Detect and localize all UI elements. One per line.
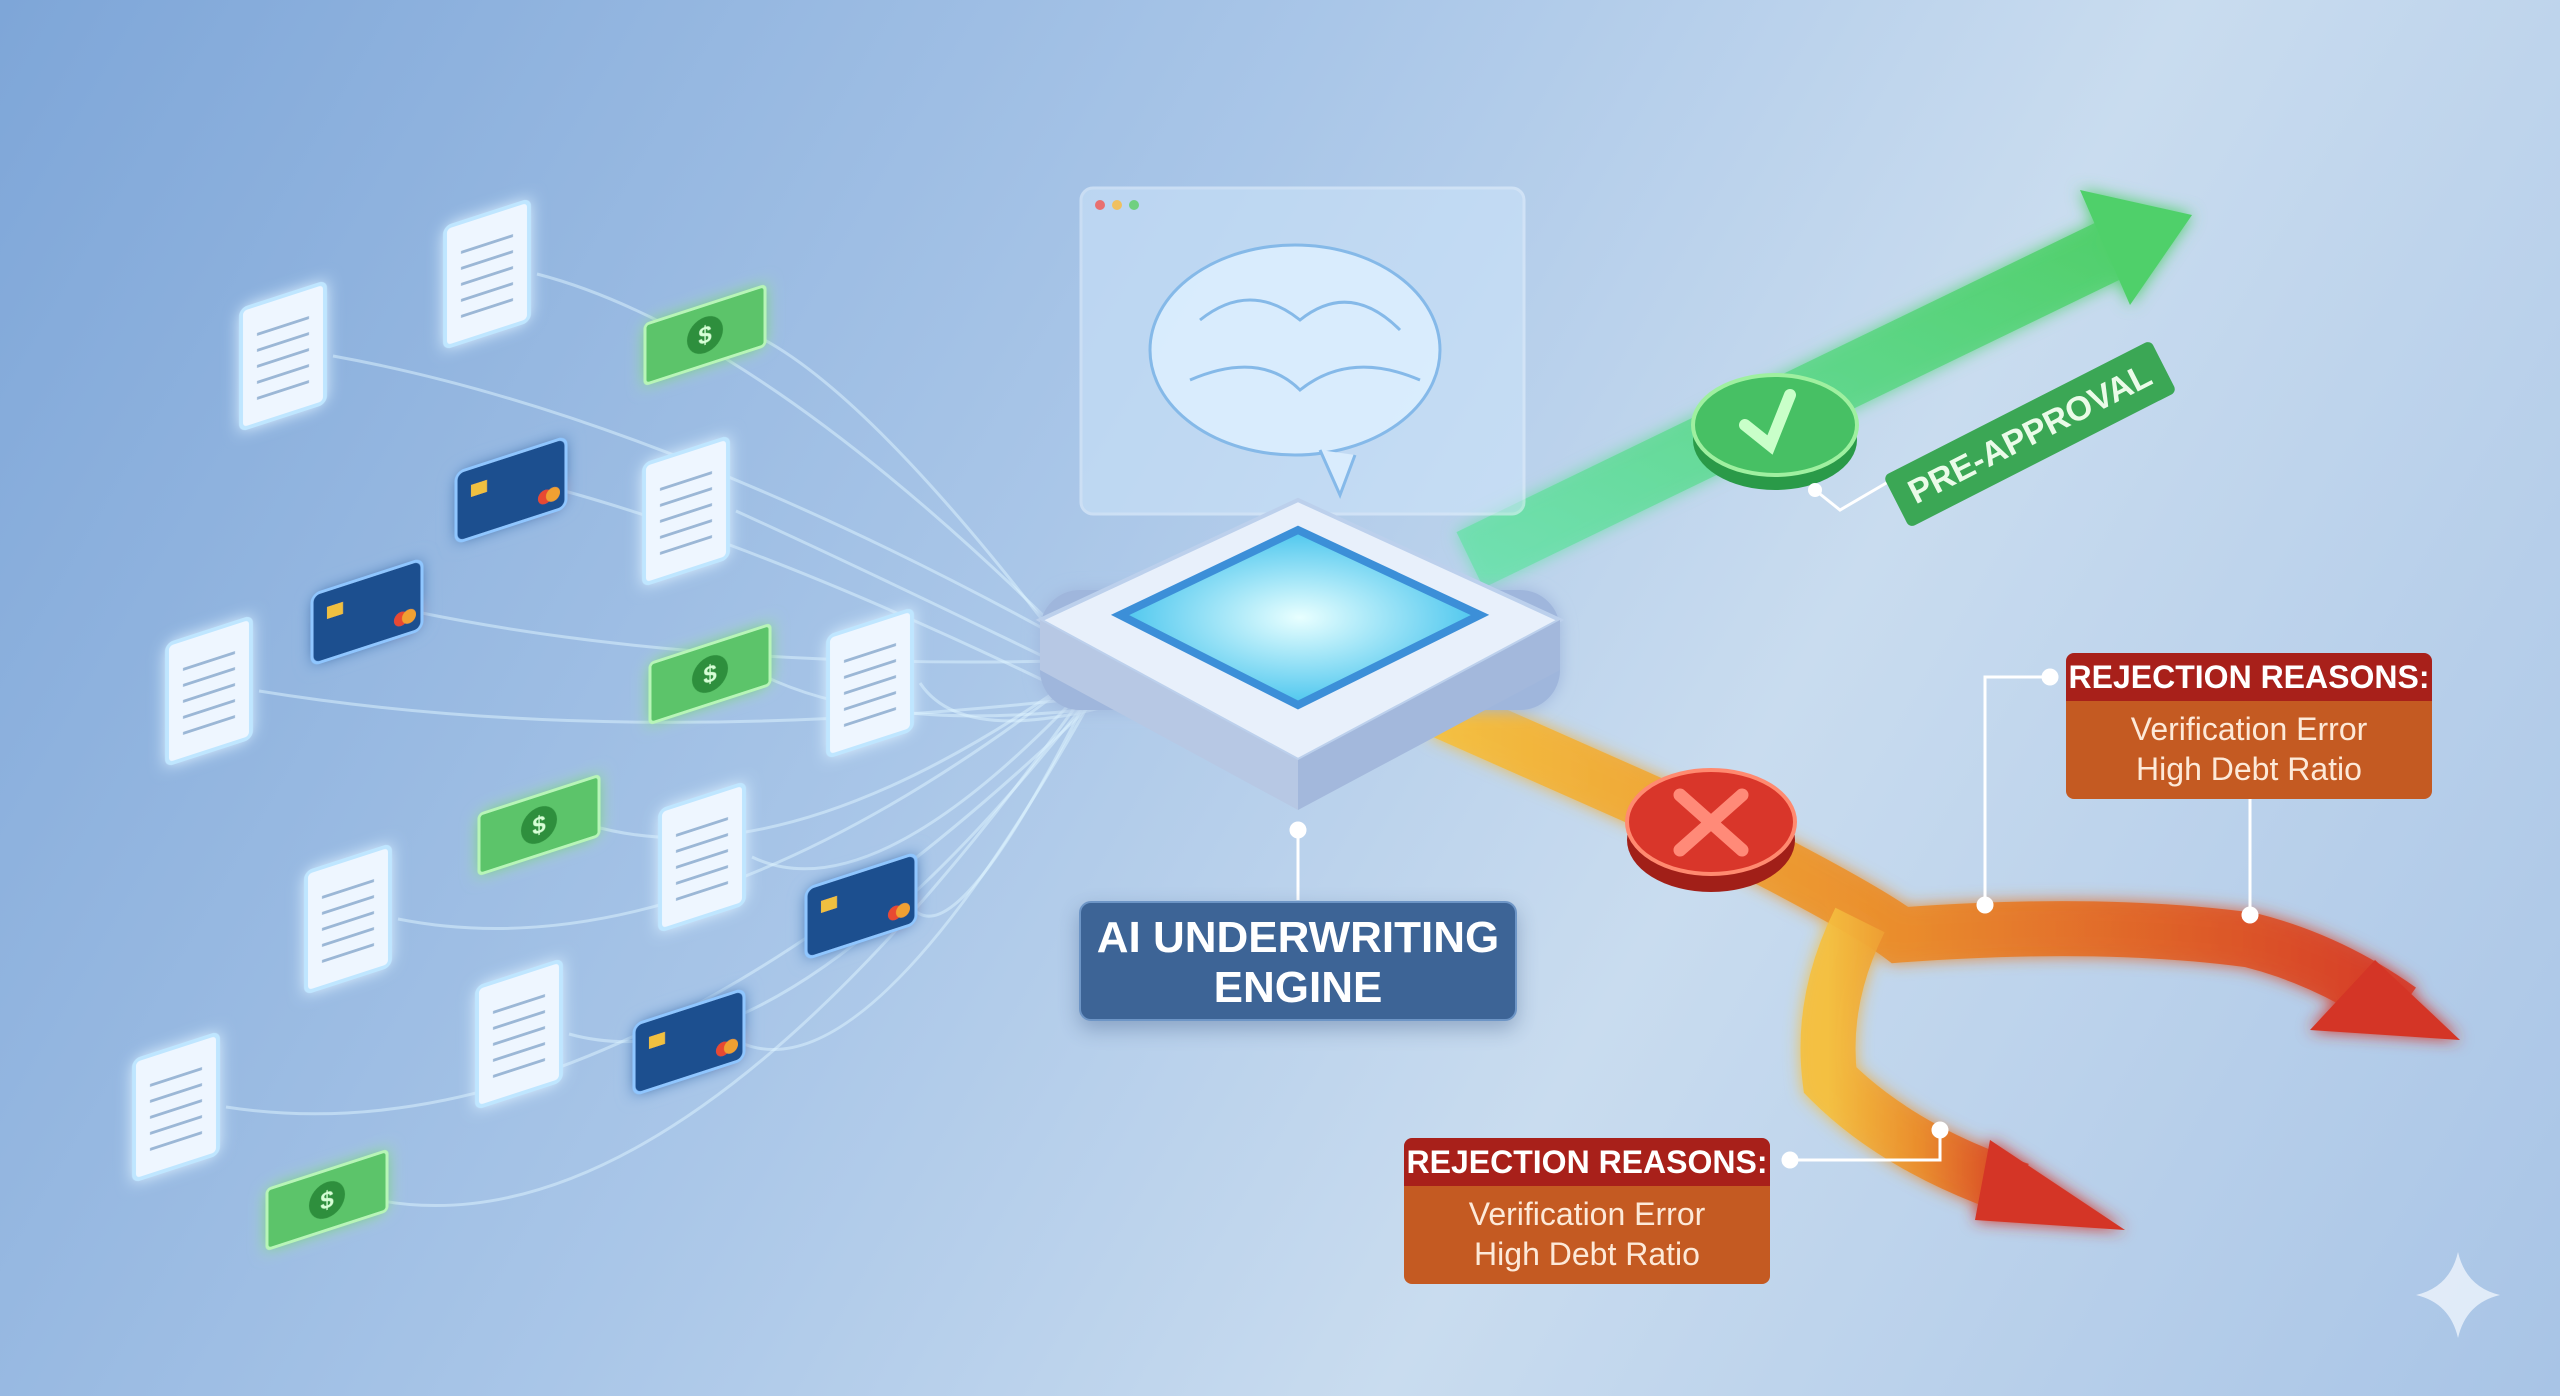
callout-connectors	[1289, 668, 2259, 1169]
svg-text:$: $	[532, 810, 546, 841]
rejection-callout: REJECTION REASONS: Verification Error Hi…	[2066, 653, 2432, 799]
flow-stream	[738, 683, 1102, 1052]
credit-card-icon	[454, 437, 568, 543]
approval-check-badge	[1691, 373, 1901, 512]
rejection-reason: High Debt Ratio	[1474, 1236, 1700, 1272]
flow-stream	[751, 670, 1102, 871]
rejection-x-badge	[1625, 768, 1797, 892]
rejection-callout: REJECTION REASONS: Verification Error Hi…	[1404, 1138, 1770, 1284]
money-icon: $	[265, 1150, 389, 1250]
input-items: $ $ $ $	[132, 199, 918, 1250]
rejection-title: REJECTION REASONS:	[1404, 1138, 1770, 1186]
document-icon	[239, 281, 327, 431]
engine-label-line2: ENGINE	[1213, 963, 1383, 1012]
credit-card-icon	[310, 559, 424, 665]
credit-card-icon	[632, 989, 746, 1095]
flow-stream	[588, 658, 1101, 840]
money-icon: $	[643, 285, 767, 385]
rejection-title: REJECTION REASONS:	[2066, 653, 2432, 701]
flow-stream	[918, 682, 1101, 723]
document-icon	[132, 1032, 220, 1182]
rejection-reason: Verification Error	[2130, 711, 2368, 747]
ai-engine	[1035, 186, 1565, 810]
rejection-reason: Verification Error	[1468, 1196, 1706, 1232]
check-icon	[1739, 389, 1796, 455]
money-icon: $	[477, 775, 601, 875]
svg-text:$: $	[703, 659, 717, 690]
svg-text:$: $	[320, 1185, 334, 1216]
flow-stream	[735, 509, 1101, 686]
credit-card-icon	[804, 853, 918, 959]
money-icon: $	[648, 624, 772, 724]
document-icon	[658, 782, 746, 932]
brain-icon	[1148, 243, 1442, 499]
x-icon	[1673, 788, 1749, 857]
sparkle-icon	[2416, 1252, 2500, 1338]
document-icon	[304, 844, 392, 994]
document-icon	[826, 608, 914, 758]
document-icon	[165, 616, 253, 766]
document-icon	[443, 199, 531, 349]
rejection-path	[1428, 684, 2460, 1230]
flow-stream	[376, 671, 1102, 1208]
svg-text:$: $	[698, 320, 712, 351]
document-icon	[475, 959, 563, 1109]
engine-label-line1: AI UNDERWRITING	[1096, 913, 1500, 962]
rejection-reason: High Debt Ratio	[2136, 751, 2362, 787]
engine-label: AI UNDERWRITING ENGINE	[1079, 901, 1517, 1021]
document-icon	[642, 436, 730, 586]
flow-stream	[560, 488, 1101, 710]
flow-stream	[536, 272, 1102, 674]
